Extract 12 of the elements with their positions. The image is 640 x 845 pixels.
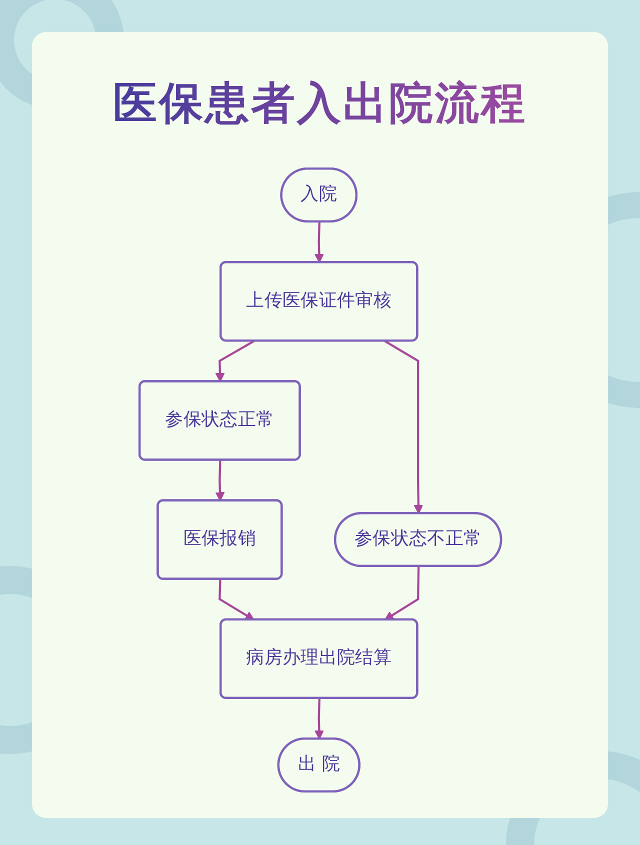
arrow (384, 566, 420, 620)
arrow (384, 340, 423, 514)
process-box: 上传医保证件审核 (219, 260, 418, 342)
terminal-node: 参保状态不正常 (334, 512, 502, 568)
arrow (215, 340, 254, 382)
process-box: 参保状态正常 (138, 380, 301, 461)
arrow (314, 698, 324, 740)
process-box: 医保报销 (156, 499, 282, 580)
arrow (314, 222, 324, 263)
process-box: 病房办理出院结算 (219, 618, 418, 699)
arrow (218, 579, 254, 620)
arrow (215, 460, 224, 502)
